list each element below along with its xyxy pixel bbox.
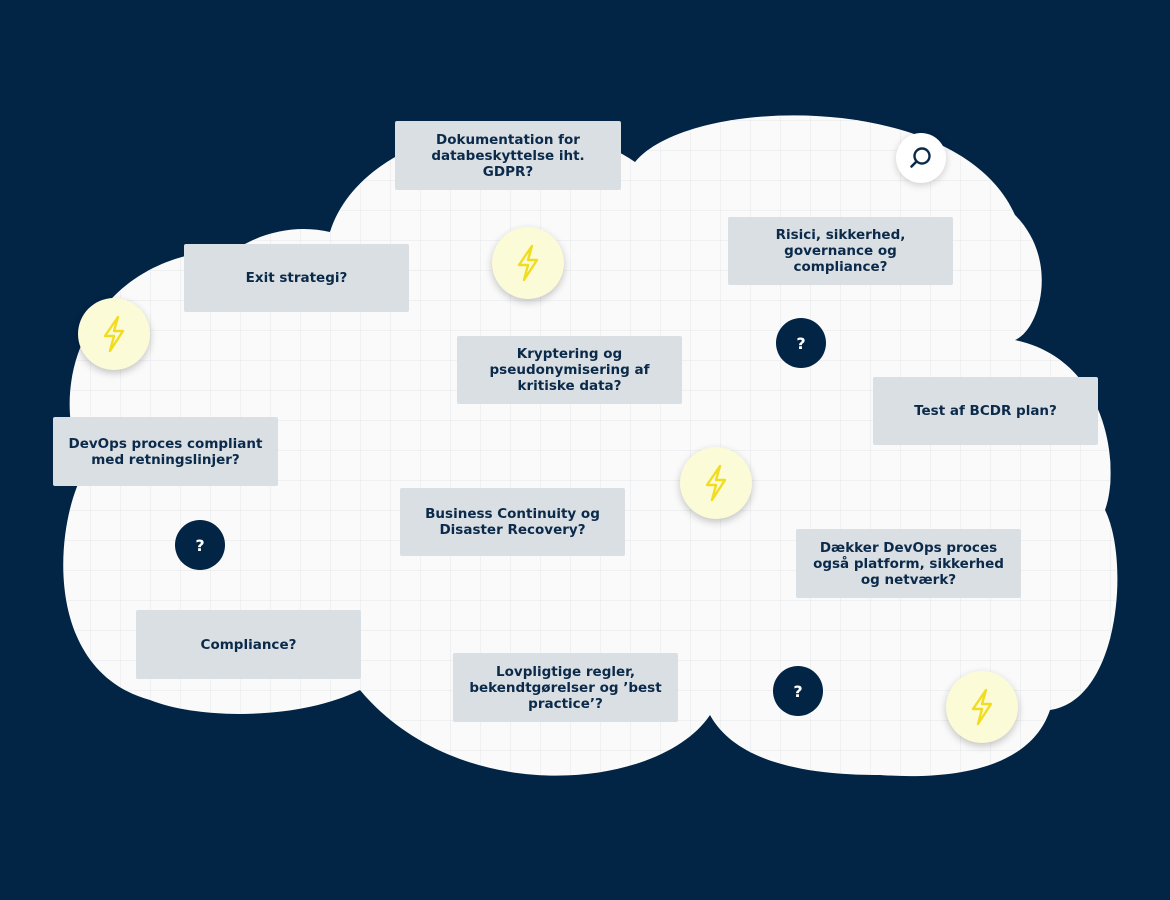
lightning-bolt-icon xyxy=(680,447,752,519)
card-exit-strategi: Exit strategi? xyxy=(184,244,409,312)
lightning-bolt-icon xyxy=(492,227,564,299)
card-risici-sikkerhed: Risici, sikkerhed, governance og complia… xyxy=(728,217,953,285)
card-daekker-devops: Dækker DevOps proces også platform, sikk… xyxy=(796,529,1021,598)
card-test-bcdr: Test af BCDR plan? xyxy=(873,377,1098,445)
card-dokumentation-gdpr: Dokumentation for databeskyttelse iht. G… xyxy=(395,121,621,190)
question-mark-icon: ? xyxy=(776,318,826,368)
card-business-continuity: Business Continuity og Disaster Recovery… xyxy=(400,488,625,556)
search-icon[interactable] xyxy=(896,133,946,183)
question-mark-icon: ? xyxy=(773,666,823,716)
card-devops-compliant: DevOps proces compliant med retningslinj… xyxy=(53,417,278,486)
card-compliance: Compliance? xyxy=(136,610,361,679)
question-mark-icon: ? xyxy=(175,520,225,570)
lightning-bolt-icon xyxy=(78,298,150,370)
card-lovpligtige-regler: Lovpligtige regler, bekendtgørelser og ’… xyxy=(453,653,678,722)
lightning-bolt-icon xyxy=(946,671,1018,743)
card-kryptering: Kryptering og pseudonymisering af kritis… xyxy=(457,336,682,404)
